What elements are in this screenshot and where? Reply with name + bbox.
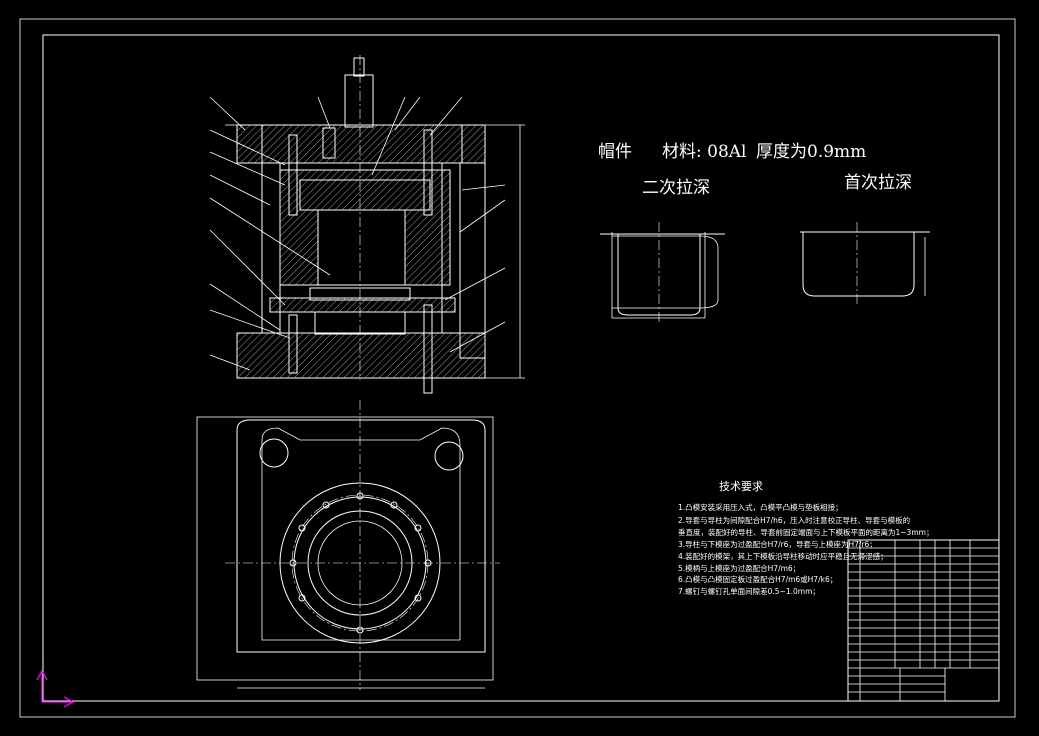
tech-req-item: 4.装配好的模架，其上下模板沿导柱移动时应平稳且无滞涩感； xyxy=(678,551,888,561)
sheet-border xyxy=(19,18,1016,718)
parts-list-table xyxy=(847,539,1000,702)
tech-req-item: 6.凸模与凸模固定板过盈配合H7/m6或H7/k6； xyxy=(678,574,837,584)
material-label: 材料: 08Al xyxy=(662,142,746,162)
tech-req-item: 2.导套与导柱为间隙配合H7/h6，压入时注意校正导柱、导套与模板的 xyxy=(678,515,910,525)
tech-req-item: 7.螺钉与螺钉孔单面间隙差0.5~1.0mm； xyxy=(678,586,820,596)
tech-req-item: 垂直度，装配好的导柱、导套前固定端面与上下模板平面的距离为1~3mm； xyxy=(678,527,933,537)
section-view xyxy=(209,55,525,394)
tech-req-item: 5.模柄与上模座为过盈配合H7/m6； xyxy=(678,563,800,573)
tech-req-item: 1.凸模安装采用压入式，凸模平凸模与垫板相接； xyxy=(678,502,843,512)
first-draw-part xyxy=(800,222,930,305)
part-name: 帽件 xyxy=(598,142,632,162)
plan-view xyxy=(196,400,500,690)
tech-req-title: 技术要求 xyxy=(719,480,763,493)
second-draw-part xyxy=(600,222,725,325)
drawing-title-block-text: 帽件 材料: 08Al 厚度为0.9mm 二次拉深 首次拉深 xyxy=(598,142,912,198)
thickness-label: 厚度为0.9mm xyxy=(756,142,866,162)
first-draw-label: 首次拉深 xyxy=(844,173,912,193)
technical-requirements: 技术要求 1.凸模安装采用压入式，凸模平凸模与垫板相接； 2.导套与导柱为间隙配… xyxy=(678,480,933,596)
second-draw-label: 二次拉深 xyxy=(642,178,710,198)
ucs-axis-icon xyxy=(36,669,75,708)
tech-req-item: 3.导柱与下模座为过盈配合H7/r6，导套与上模座为H7/r6； xyxy=(678,539,877,549)
